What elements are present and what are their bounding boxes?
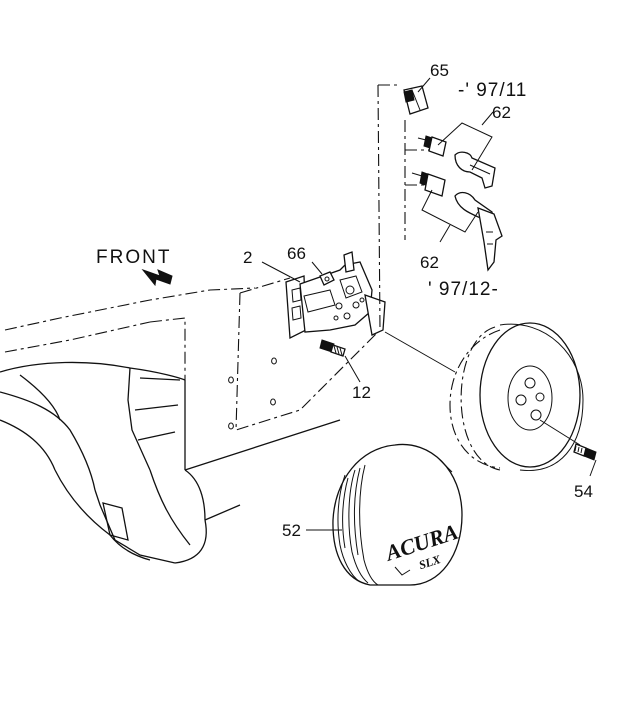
lock-link-line [377, 84, 381, 331]
cover-model-text: SLX [417, 552, 443, 572]
front-arrow-icon [141, 268, 173, 287]
bracket-to-wheel-line [384, 331, 456, 373]
bolt-12 [319, 339, 346, 357]
tailgate-panel [228, 277, 381, 431]
callout-2: 2 [243, 248, 252, 267]
callout-62-top: 62 [492, 103, 511, 122]
bolt-54 [573, 443, 597, 461]
carrier-bracket [285, 251, 386, 340]
front-label: FRONT [96, 247, 171, 268]
lock-cylinder-upper [417, 135, 447, 157]
key-lower-pair [454, 191, 503, 272]
vehicle-body [0, 287, 341, 564]
callout-65: 65 [430, 61, 449, 80]
leader-lines [261, 77, 597, 531]
key-group-bracket-top [437, 122, 493, 171]
callout-52: 52 [282, 521, 301, 540]
callout-54: 54 [574, 482, 593, 501]
key-upper [454, 151, 496, 189]
spare-tire-cover: ACURA SLX [332, 443, 463, 586]
front-indicator: FRONT [96, 247, 173, 287]
note-from-97-12: ' 97/12- [428, 279, 499, 300]
key-group-bracket-bottom [421, 189, 479, 233]
lock-cap-65 [403, 85, 429, 115]
note-upto-97-11: -' 97/11 [458, 80, 527, 101]
callout-62-bottom: 62 [420, 253, 439, 272]
spare-tire [449, 322, 584, 472]
callout-66: 66 [287, 244, 306, 263]
callout-12: 12 [352, 383, 371, 402]
wheel-to-bolt-line [539, 419, 581, 446]
lock-cylinder-lower [411, 171, 446, 197]
